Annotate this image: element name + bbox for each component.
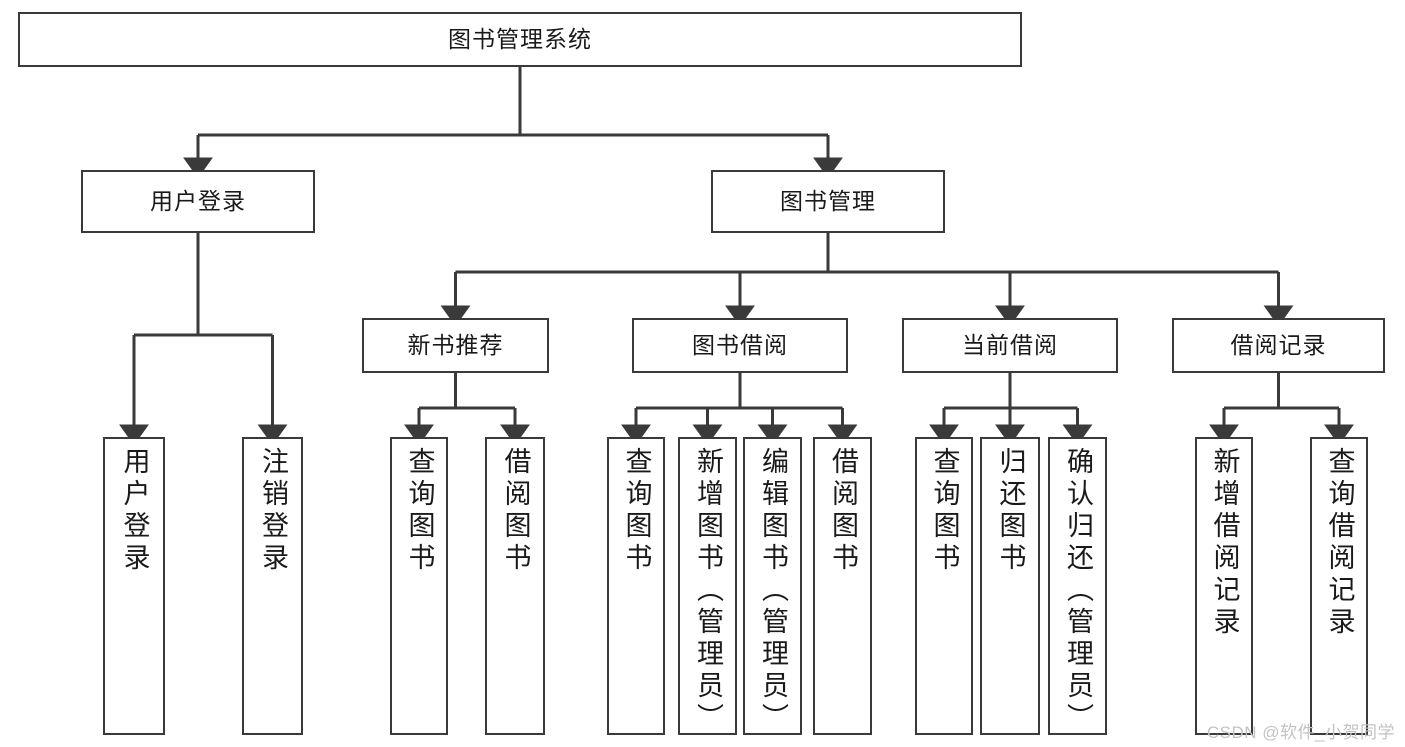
- node-root[interactable]: 图书管理系统: [18, 12, 1022, 67]
- node-label: 查询图书: [404, 447, 435, 575]
- node-leaf_add_rec[interactable]: 新增借阅记录: [1195, 437, 1253, 735]
- node-label: 新书推荐: [407, 332, 504, 358]
- node-label: 借阅图书: [828, 447, 858, 575]
- node-leaf_logout[interactable]: 注销登录: [242, 437, 303, 735]
- node-label: 新增图书（管理员）: [693, 447, 723, 735]
- node-label: 新增借阅记录: [1209, 447, 1240, 639]
- node-leaf_query_bb[interactable]: 查询图书: [607, 437, 665, 735]
- node-label: 用户登录: [119, 447, 150, 575]
- node-label: 查询图书: [929, 447, 960, 575]
- node-label: 图书管理: [780, 188, 876, 214]
- node-label: 查询借阅记录: [1324, 447, 1355, 639]
- node-label: 编辑图书（管理员）: [758, 447, 788, 735]
- node-user_login[interactable]: 用户登录: [81, 170, 315, 233]
- node-borrow_record[interactable]: 借阅记录: [1172, 318, 1385, 373]
- node-leaf_add_book[interactable]: 新增图书（管理员）: [678, 437, 737, 735]
- node-leaf_query_cb[interactable]: 查询图书: [915, 437, 973, 735]
- node-book_manage[interactable]: 图书管理: [711, 170, 945, 233]
- node-new_book_rec[interactable]: 新书推荐: [362, 318, 549, 373]
- node-book_borrow[interactable]: 图书借阅: [632, 318, 848, 373]
- node-label: 注销登录: [258, 447, 288, 575]
- node-leaf_query_rec[interactable]: 查询借阅记录: [1310, 437, 1368, 735]
- node-leaf_borrow_bk[interactable]: 借阅图书: [813, 437, 872, 735]
- node-leaf_conf_ret[interactable]: 确认归还（管理员）: [1048, 437, 1107, 735]
- node-label: 确认归还（管理员）: [1063, 447, 1093, 735]
- node-label: 借阅图书: [500, 447, 531, 575]
- node-leaf_user_login[interactable]: 用户登录: [103, 437, 165, 735]
- node-label: 用户登录: [150, 188, 246, 214]
- node-leaf_return_bk[interactable]: 归还图书: [980, 437, 1040, 735]
- node-label: 查询图书: [621, 447, 652, 575]
- node-leaf_borrow_nb[interactable]: 借阅图书: [485, 437, 545, 735]
- node-label: 图书借阅: [692, 332, 788, 358]
- node-current_borrow[interactable]: 当前借阅: [902, 318, 1118, 373]
- node-label: 借阅记录: [1230, 332, 1327, 358]
- node-leaf_query_nb[interactable]: 查询图书: [390, 437, 448, 735]
- node-label: 图书管理系统: [448, 26, 592, 52]
- watermark-label: CSDN @软件_小贺同学: [1206, 723, 1395, 742]
- node-label: 归还图书: [995, 447, 1026, 575]
- node-leaf_edit_book[interactable]: 编辑图书（管理员）: [743, 437, 802, 735]
- node-label: 当前借阅: [962, 332, 1058, 358]
